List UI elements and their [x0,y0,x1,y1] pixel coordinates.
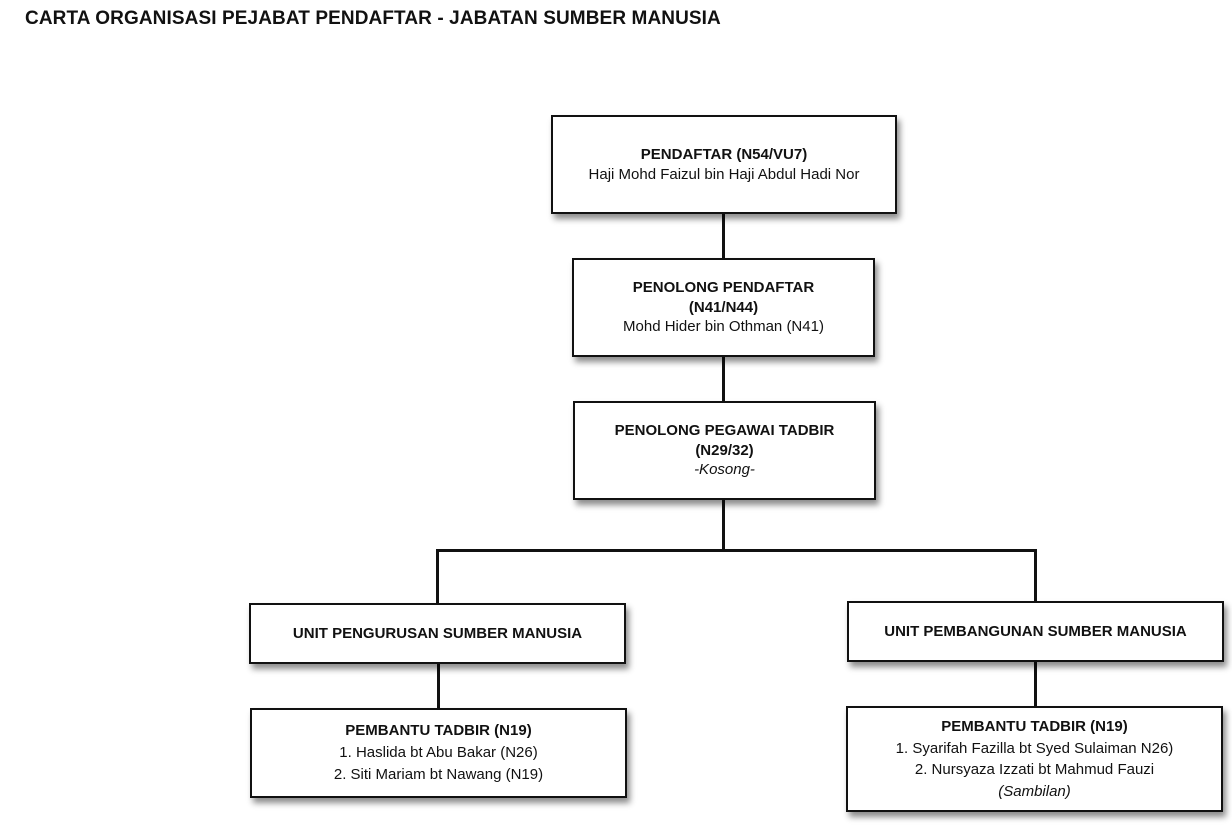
connector-line [1034,549,1037,603]
node-heading: UNIT PENGURUSAN SUMBER MANUSIA [292,624,583,642]
node-unit-pembangunan: UNIT PEMBANGUNAN SUMBER MANUSIA [847,601,1224,662]
node-heading: UNIT PEMBANGUNAN SUMBER MANUSIA [884,622,1187,640]
connector-line [436,549,1037,552]
node-heading: PENDAFTAR (N54/VU7) [640,146,808,163]
node-person-name: Mohd Hider bin Othman (N41) [623,318,824,336]
chart-title: CARTA ORGANISASI PEJABAT PENDAFTAR - JAB… [25,8,721,29]
connector-line [436,549,439,605]
connector-line [722,212,725,260]
node-heading: PENOLONG PEGAWAI TADBIR [614,422,835,440]
node-pendaftar: PENDAFTAR (N54/VU7) Haji Mohd Faizul bin… [551,115,897,214]
node-pembantu-tadbir-left: PEMBANTU TADBIR (N19) 1. Haslida bt Abu … [250,708,627,798]
node-unit-pengurusan: UNIT PENGURUSAN SUMBER MANUSIA [249,603,626,664]
connector-line [722,355,725,403]
member-item: 2. Siti Mariam bt Nawang (N19) [333,766,544,783]
node-pembantu-tadbir-right: PEMBANTU TADBIR (N19) 1. Syarifah Fazill… [846,706,1223,812]
node-person-name: Haji Mohd Faizul bin Haji Abdul Hadi Nor [588,165,860,183]
node-penolong-pendaftar: PENOLONG PENDAFTAR (N41/N44) Mohd Hider … [572,258,875,357]
node-grade: (N41/N44) [688,298,759,316]
node-heading: PEMBANTU TADBIR (N19) [345,722,532,739]
node-grade: (N29/32) [695,441,754,459]
connector-line [1034,660,1037,708]
connector-line [437,662,440,710]
node-heading: PEMBANTU TADBIR (N19) [941,718,1128,735]
member-item: 1. Haslida bt Abu Bakar (N26) [339,744,538,761]
member-note: (Sambilan) [998,782,1071,800]
connector-line [722,498,725,552]
member-item: 2. Nursyaza Izzati bt Mahmud Fauzi [914,761,1155,778]
member-item: 1. Syarifah Fazilla bt Syed Sulaiman N26… [895,739,1174,757]
node-penolong-pegawai-tadbir: PENOLONG PEGAWAI TADBIR (N29/32) -Kosong… [573,401,876,500]
node-heading: PENOLONG PENDAFTAR [632,279,815,297]
node-status: -Kosong- [694,461,755,479]
